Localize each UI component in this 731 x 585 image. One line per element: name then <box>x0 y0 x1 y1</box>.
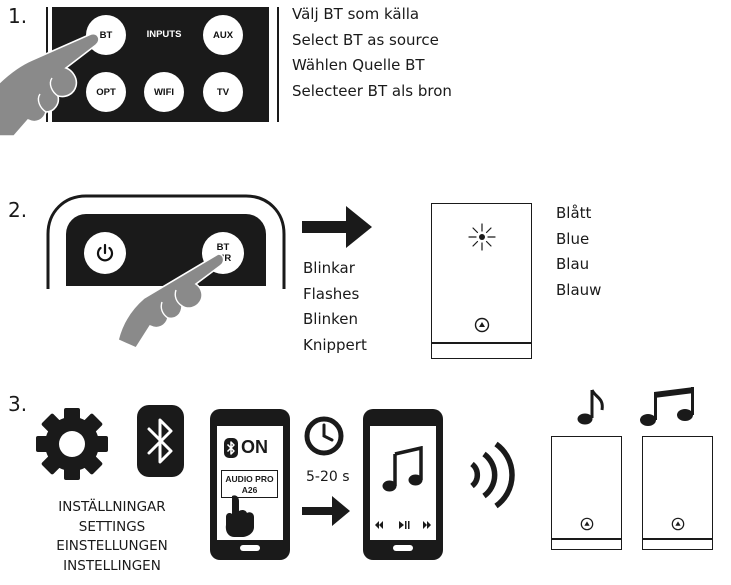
speaker-left-base <box>551 538 622 540</box>
device-name-tile[interactable]: AUDIO PRO A26 <box>221 470 278 498</box>
bluetooth-icon <box>147 418 173 464</box>
flash-text-sv: Blinkar <box>303 259 355 277</box>
led-color-text: Blått Blue Blau Blauw <box>556 201 601 303</box>
flashing-led-icon <box>468 223 496 251</box>
color-text-de: Blau <box>556 255 590 273</box>
wifi-source-button[interactable]: WIFI <box>144 72 184 112</box>
speaker-top-outline <box>46 194 286 289</box>
settings-text-en: SETTINGS <box>78 518 146 535</box>
phone-2-home-button[interactable] <box>393 545 413 551</box>
pointing-hand-icon <box>0 32 100 137</box>
previous-icon <box>375 521 379 529</box>
power-button[interactable] <box>84 232 126 274</box>
speaker-logo-icon <box>580 517 594 531</box>
play-pause-icon <box>399 521 404 529</box>
color-text-en: Blue <box>556 229 590 248</box>
color-text-nl: Blauw <box>556 280 602 299</box>
next-icon <box>423 521 427 529</box>
music-note-icon <box>382 446 423 492</box>
gear-icon <box>36 408 108 480</box>
speaker-left <box>551 436 622 550</box>
step-1-instructions: Välj BT som källa Select BT as source Wä… <box>292 2 452 104</box>
instruction-de: Wählen Quelle BT <box>292 56 425 74</box>
phone-1-home-button[interactable] <box>240 545 260 551</box>
bluetooth-on-label: ON <box>241 437 268 457</box>
flash-text-en: Flashes <box>303 284 360 303</box>
bt-air-label-line1: BT <box>216 242 230 253</box>
settings-text-de: EINSTELLUNGEN <box>56 538 168 554</box>
settings-text-nl: INSTELLINGEN <box>63 557 161 574</box>
bluetooth-icon <box>224 438 238 458</box>
music-note-icon <box>577 389 604 425</box>
instruction-nl: Selecteer BT als bron <box>292 81 452 100</box>
settings-text-sv: INSTÄLLNINGAR <box>58 499 166 515</box>
step-2-number: 2. <box>8 198 28 222</box>
pointing-hand-icon <box>117 253 225 350</box>
step-1-number: 1. <box>8 4 28 28</box>
speaker-logo-icon <box>474 317 490 333</box>
speaker-right <box>642 436 713 550</box>
tv-source-button[interactable]: TV <box>203 72 243 112</box>
speaker-right-base <box>642 538 713 540</box>
tapping-hand-icon <box>225 495 254 537</box>
instruction-sv: Välj BT som källa <box>292 5 420 23</box>
opt-source-button[interactable]: OPT <box>86 72 126 112</box>
step-1-divider <box>277 7 279 122</box>
aux-source-button[interactable]: AUX <box>203 15 243 55</box>
clock-icon <box>304 416 344 456</box>
phone-2-screen <box>370 426 436 540</box>
power-icon <box>96 243 114 262</box>
inputs-label: INPUTS <box>146 29 182 40</box>
settings-text: INSTÄLLNINGAR SETTINGS EINSTELLUNGEN INS… <box>36 498 188 576</box>
playback-controls[interactable] <box>373 520 433 530</box>
device-name-line1: AUDIO PRO <box>225 474 274 484</box>
speaker-base-line <box>431 342 532 344</box>
speaker-logo-icon <box>671 517 685 531</box>
arrow-right-icon <box>302 206 372 248</box>
color-text-sv: Blått <box>556 204 592 222</box>
instruction-en: Select BT as source <box>292 30 439 49</box>
arrow-right-icon <box>302 496 350 526</box>
flash-text: Blinkar Flashes Blinken Knippert <box>303 256 367 358</box>
flash-text-de: Blinken <box>303 310 359 328</box>
device-name-line2: A26 <box>241 485 258 495</box>
step-3-number: 3. <box>8 392 28 416</box>
flash-text-nl: Knippert <box>303 335 367 354</box>
beamed-notes-icon <box>640 387 694 426</box>
wireless-signal-icon <box>470 441 515 509</box>
wait-time-label: 5-20 s <box>306 469 350 485</box>
